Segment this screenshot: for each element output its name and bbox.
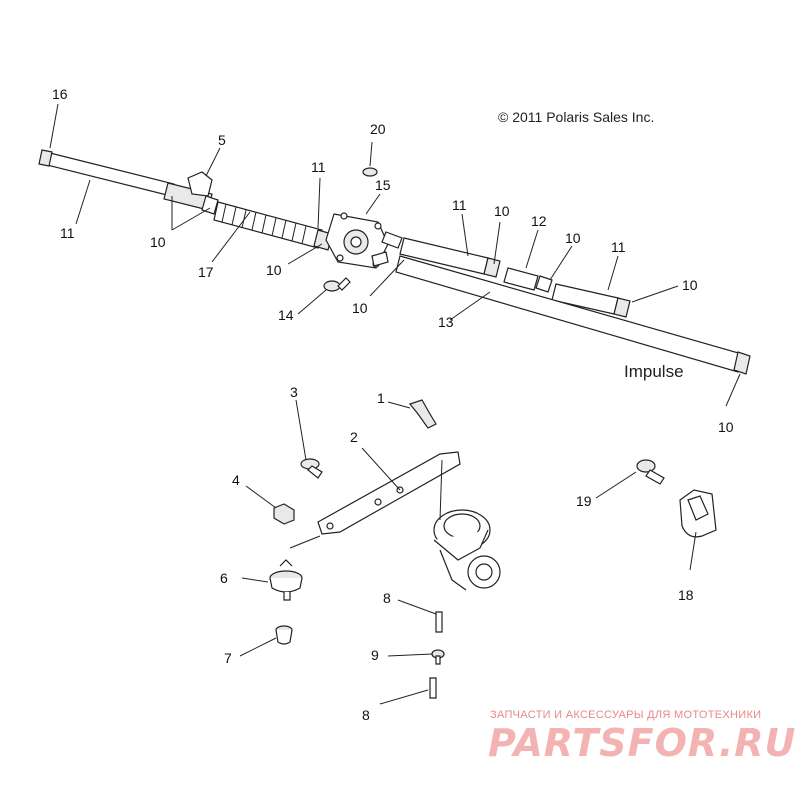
callout-16: 16 — [52, 86, 68, 102]
watermark-brand: PARTSFOR.RU — [488, 721, 796, 765]
callout-20: 20 — [370, 121, 386, 137]
callout-10: 10 — [682, 277, 698, 293]
callout-19: 19 — [576, 493, 592, 509]
callout-1: 1 — [377, 390, 385, 406]
callout-11: 11 — [311, 159, 326, 175]
callout-6: 6 — [220, 570, 228, 586]
fuel-hose-mid — [399, 237, 501, 278]
bolt — [636, 459, 665, 485]
pump-screw — [323, 277, 351, 292]
model-label: Impulse — [624, 362, 684, 381]
callout-15: 15 — [375, 177, 391, 193]
vent-hose — [408, 399, 437, 429]
callout-10: 10 — [150, 234, 166, 250]
carburetor — [433, 509, 501, 591]
callout-11: 11 — [452, 197, 467, 213]
fitting — [431, 649, 445, 665]
fuel-hose-right — [551, 283, 631, 318]
bracket — [317, 451, 461, 535]
callout-labels: 16 5 11 10 17 20 11 15 10 11 10 12 10 11… — [52, 86, 734, 723]
callout-10: 10 — [266, 262, 282, 278]
fuel-pump — [325, 212, 403, 269]
callout-13: 13 — [438, 314, 454, 330]
callout-3: 3 — [290, 384, 298, 400]
callout-14: 14 — [278, 307, 294, 323]
fuel-filter — [503, 267, 553, 293]
callout-4: 4 — [232, 472, 240, 488]
leader-lines — [49, 103, 741, 705]
spring-hose — [213, 201, 333, 251]
callout-17: 17 — [198, 264, 214, 280]
callout-9: 9 — [371, 647, 379, 663]
clamp — [679, 489, 717, 538]
watermark: ЗАПЧАСТИ И АКСЕССУАРЫ ДЛЯ МОТОТЕХНИКИ PA… — [488, 709, 796, 765]
callout-8: 8 — [362, 707, 370, 723]
callout-2: 2 — [350, 429, 358, 445]
callout-11: 11 — [60, 225, 75, 241]
callout-8: 8 — [383, 590, 391, 606]
fuel-hose-left — [38, 149, 175, 197]
screw — [300, 458, 323, 479]
callout-10: 10 — [494, 203, 510, 219]
callout-10: 10 — [352, 300, 368, 316]
nut — [273, 503, 295, 525]
watermark-tagline: ЗАПЧАСТИ И АКСЕССУАРЫ ДЛЯ МОТОТЕХНИКИ — [490, 709, 761, 721]
callout-10: 10 — [565, 230, 581, 246]
washer — [362, 167, 378, 177]
callout-18: 18 — [678, 587, 694, 603]
fuel-valve — [163, 171, 219, 215]
callout-10: 10 — [718, 419, 734, 435]
pin-lower — [429, 677, 437, 699]
callout-12: 12 — [531, 213, 547, 229]
callout-5: 5 — [218, 132, 226, 148]
rubber-mount — [269, 559, 303, 601]
grommet — [275, 625, 293, 645]
copyright-text: © 2011 Polaris Sales Inc. — [498, 109, 654, 125]
callout-11: 11 — [611, 239, 626, 255]
pin-upper — [435, 611, 443, 633]
callout-7: 7 — [224, 650, 232, 666]
